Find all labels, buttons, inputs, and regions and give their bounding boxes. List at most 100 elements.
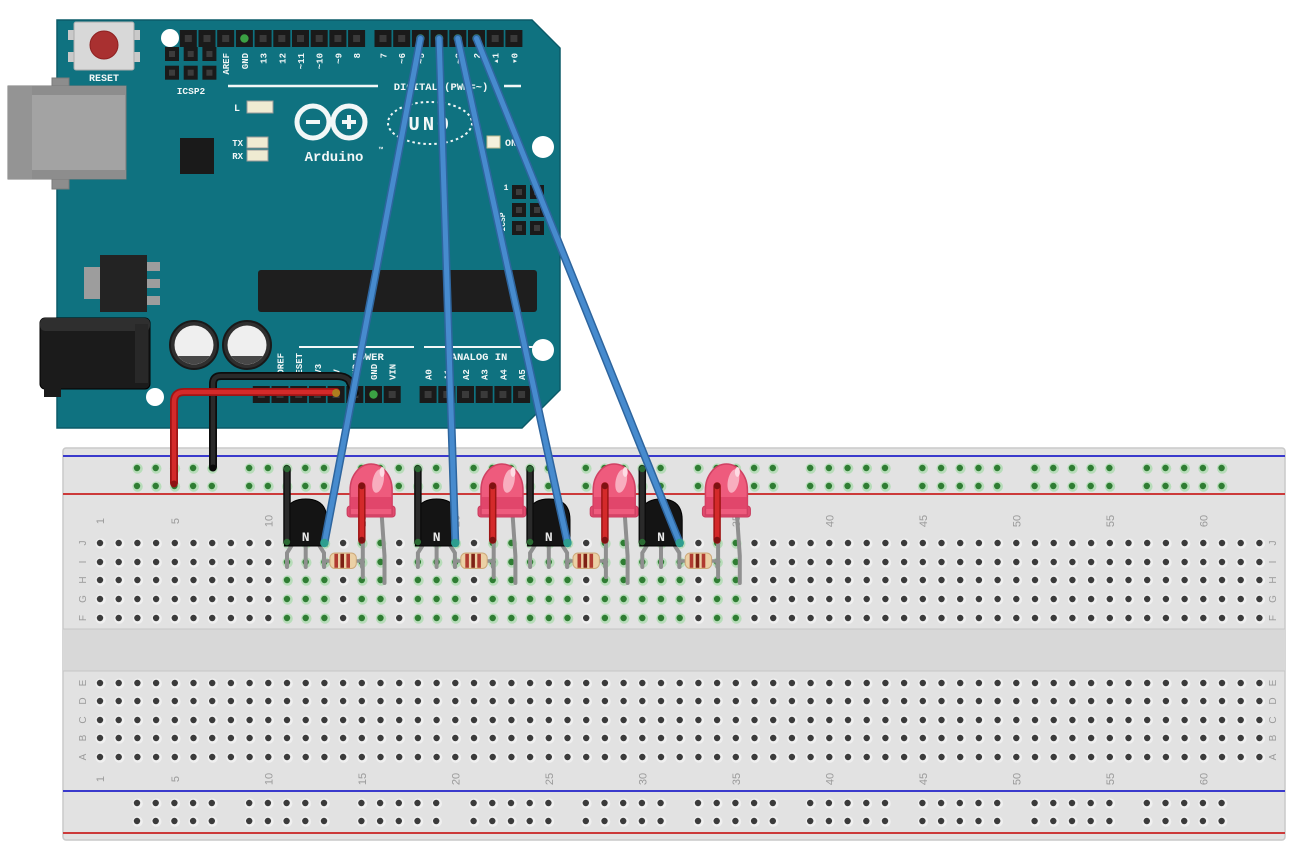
breadboard-hole (115, 679, 122, 687)
breadboard-hole (900, 558, 908, 566)
breadboard-hole (807, 539, 814, 547)
breadboard-hole (265, 558, 272, 566)
breadboard-hole (526, 614, 534, 622)
breadboard-hole (919, 817, 926, 825)
gnd-wire[interactable] (210, 373, 358, 470)
breadboard-hole (807, 595, 814, 603)
breadboard-hole (1013, 753, 1020, 761)
breadboard-hole (994, 799, 1001, 807)
breadboard-hole (1143, 464, 1151, 472)
breadboard-hole (938, 614, 945, 622)
breadboard-hole (283, 734, 291, 742)
breadboard-hole (1256, 734, 1263, 742)
breadboard-hole (1068, 482, 1076, 490)
breadboard-hole (339, 753, 347, 761)
signal-wire-pin-4[interactable] (436, 36, 458, 546)
signal-wire-pin-~3[interactable] (455, 36, 570, 546)
breadboard-hole (395, 799, 402, 807)
breadboard-hole (246, 716, 253, 724)
breadboard-hole (209, 539, 216, 547)
breadboard-hole (713, 614, 721, 622)
breadboard-hole (994, 464, 1001, 472)
breadboard-hole (377, 558, 384, 566)
breadboard-hole (452, 595, 459, 603)
breadboard-hole (1162, 734, 1170, 742)
breadboard-hole (751, 753, 758, 761)
breadboard-hole (750, 817, 758, 825)
breadboard-hole (601, 753, 609, 761)
reset-label: RESET (89, 74, 119, 85)
signal-wire-pin-2[interactable] (474, 36, 683, 546)
breadboard-hole (489, 679, 496, 687)
breadboard-hole (283, 576, 291, 584)
breadboard-hole (321, 734, 328, 742)
breadboard-hole (639, 734, 646, 742)
breadboard-hole (433, 576, 440, 584)
row-label-right: A (1268, 753, 1279, 760)
breadboard-hole (863, 679, 870, 687)
breadboard-hole (1181, 697, 1188, 705)
breadboard-hole (900, 595, 908, 603)
breadboard-hole (900, 753, 908, 761)
breadboard-hole (564, 614, 571, 622)
breadboard-hole (189, 482, 197, 490)
breadboard-hole (938, 595, 945, 603)
row-label-left: A (78, 753, 89, 760)
breadboard-hole (956, 482, 963, 490)
breadboard-hole (770, 734, 777, 742)
breadboard-hole (470, 817, 477, 825)
breadboard-hole (826, 679, 833, 687)
5v-wire[interactable] (171, 389, 339, 486)
row-label-left: J (78, 541, 89, 546)
breadboard-hole (265, 734, 272, 742)
reset-button-cap[interactable] (89, 30, 119, 60)
breadboard-hole (171, 817, 178, 825)
breadboard-hole (938, 679, 945, 687)
breadboard-hole (657, 595, 665, 603)
resistor-band (689, 553, 694, 568)
breadboard-hole (470, 799, 477, 807)
breadboard-hole (1144, 697, 1151, 705)
breadboard-hole (414, 753, 422, 761)
breadboard-hole (975, 753, 983, 761)
column-number-bottom: 50 (1011, 773, 1023, 785)
breadboard-hole (152, 817, 159, 825)
breadboard-hole (96, 595, 104, 603)
breadboard-hole (190, 716, 197, 724)
breadboard-hole (788, 753, 796, 761)
breadboard-hole (209, 716, 216, 724)
mcu-chip (258, 270, 537, 312)
breadboard-hole (620, 614, 627, 622)
breadboard-hole (807, 576, 814, 584)
breadboard-hole (96, 734, 104, 742)
breadboard-hole (1256, 558, 1263, 566)
breadboard-hole (489, 799, 496, 807)
breadboard-hole (545, 482, 552, 490)
breadboard-hole (1200, 734, 1207, 742)
breadboard-hole (750, 482, 758, 490)
breadboard-hole (975, 614, 983, 622)
breadboard-hole (1218, 595, 1226, 603)
breadboard-hole (938, 558, 945, 566)
breadboard-hole (1218, 576, 1226, 584)
column-number-bottom: 25 (544, 773, 556, 785)
breadboard-hole (339, 614, 347, 622)
breadboard: 1155101015152020252530303535404045455050… (62, 447, 1286, 841)
signal-wire-pin-~5[interactable] (321, 36, 423, 546)
breadboard-hole (807, 679, 814, 687)
breadboard-hole (190, 614, 197, 622)
breadboard-hole (396, 614, 403, 622)
breadboard-hole (694, 799, 702, 807)
breadboard-hole (788, 697, 796, 705)
breadboard-hole (994, 697, 1001, 705)
breadboard-hole (1087, 679, 1095, 687)
breadboard-hole (770, 595, 777, 603)
breadboard-hole (1162, 716, 1170, 724)
row-label-right: C (1268, 716, 1279, 723)
breadboard-hole (358, 679, 365, 687)
column-number-top: 45 (918, 515, 930, 527)
breadboard-hole (452, 576, 459, 584)
breadboard-hole (788, 614, 796, 622)
breadboard-hole (1256, 753, 1263, 761)
